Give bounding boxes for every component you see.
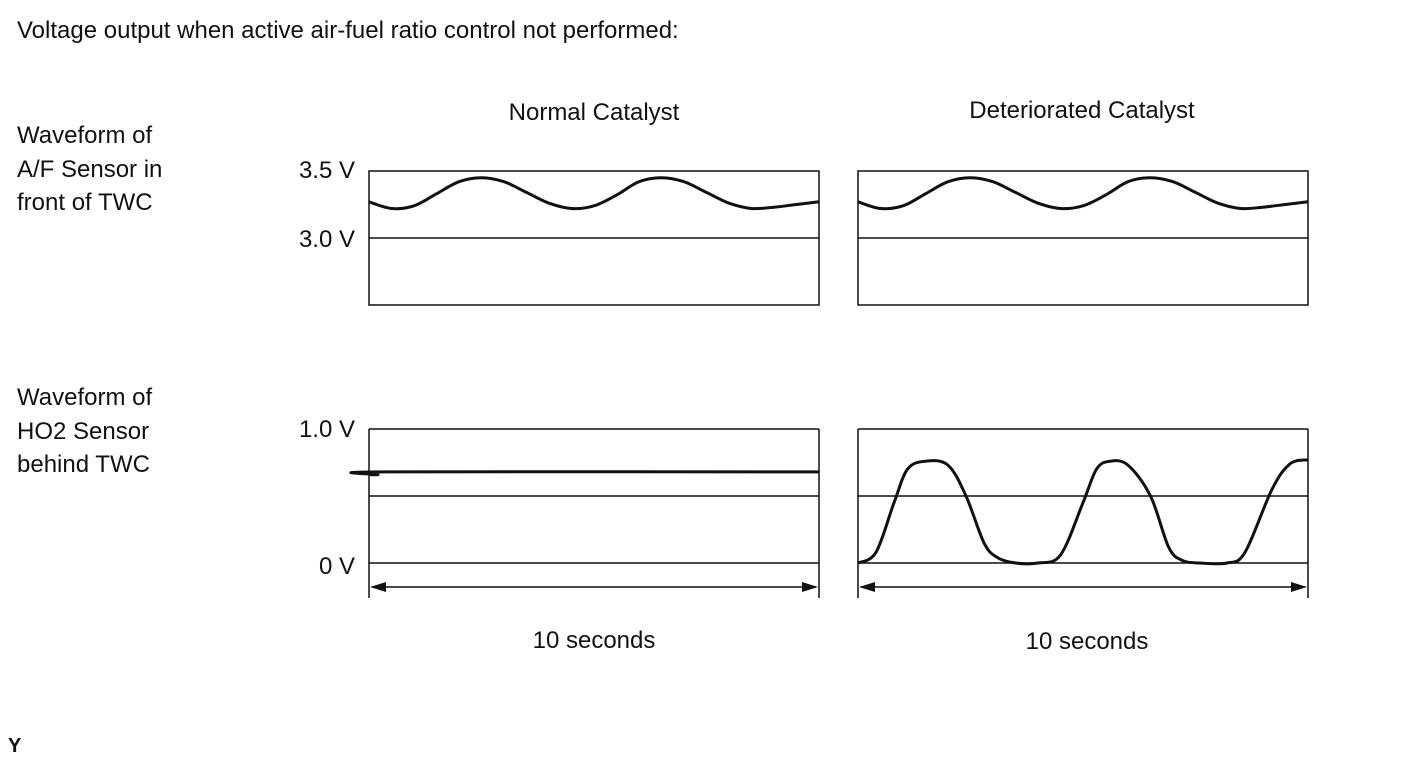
corner-mark: Y — [8, 735, 22, 757]
row-label-af-line1: Waveform of — [17, 122, 152, 149]
af-normal-waveform — [368, 176, 820, 211]
column-heading-normal: Normal Catalyst — [509, 99, 680, 126]
af-normal-panel — [368, 170, 820, 306]
row-label-af-line3: front of TWC — [17, 189, 153, 216]
row-label-ho2-line1: Waveform of — [17, 384, 152, 411]
time-span-arrow-deteriorated — [859, 582, 1307, 592]
arrowhead-left-icon — [859, 582, 875, 592]
ho2-normal-panel — [349, 428, 820, 598]
axis-label-ho2-bottom: 0 V — [319, 553, 355, 580]
axis-label-af-top: 3.5 V — [299, 157, 355, 184]
time-span-label-deteriorated: 10 seconds — [1026, 628, 1149, 655]
af-deteriorated-waveform — [857, 176, 1309, 211]
af-deteriorated-panel — [857, 170, 1309, 306]
time-span-arrow-normal — [370, 582, 818, 592]
page-title: Voltage output when active air-fuel rati… — [17, 17, 679, 44]
arrowhead-left-icon — [370, 582, 386, 592]
row-label-ho2-line3: behind TWC — [17, 451, 150, 478]
arrowhead-right-icon — [1291, 582, 1307, 592]
row-label-af-line2: A/F Sensor in — [17, 156, 162, 183]
ho2-normal-waveform — [349, 470, 820, 477]
row-label-ho2-line2: HO2 Sensor — [17, 418, 149, 445]
arrowhead-right-icon — [802, 582, 818, 592]
ho2-deteriorated-panel — [857, 428, 1309, 598]
time-span-label-normal: 10 seconds — [533, 627, 656, 654]
axis-label-ho2-top: 1.0 V — [299, 416, 355, 443]
axis-label-af-mid: 3.0 V — [299, 226, 355, 253]
ho2-deteriorated-waveform — [857, 458, 1309, 566]
column-heading-deteriorated: Deteriorated Catalyst — [969, 97, 1195, 124]
